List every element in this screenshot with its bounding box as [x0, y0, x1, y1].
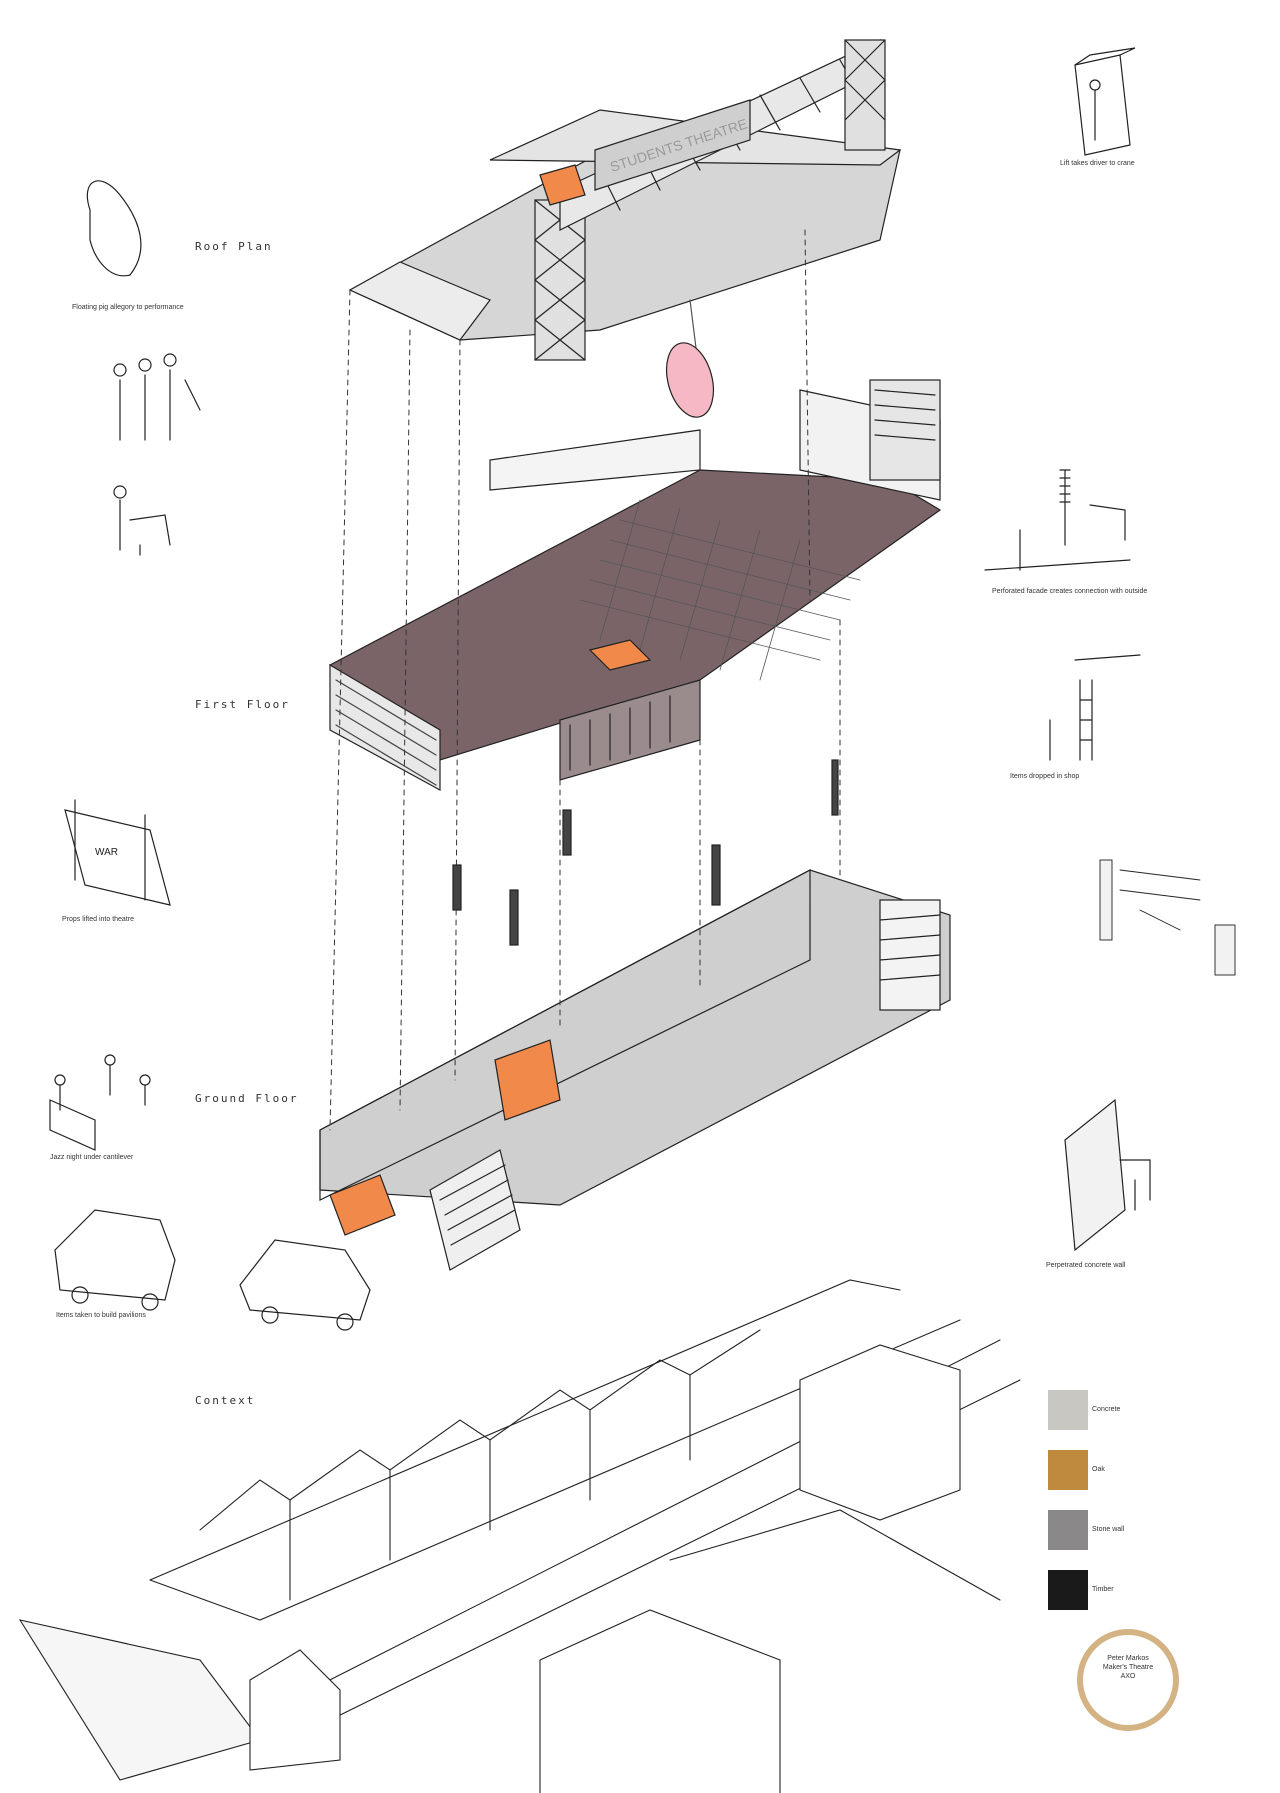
coffee-ring — [1077, 1629, 1179, 1731]
label-context: Context — [195, 1394, 256, 1407]
vignette-people — [113, 353, 201, 441]
context-streetscape — [18, 1279, 1021, 1793]
orange-cabin — [539, 164, 586, 206]
legend-swatch-oak — [1048, 1450, 1088, 1490]
caption-lift: Lift takes driver to crane — [1060, 160, 1135, 167]
orange-panel — [494, 1039, 561, 1121]
caption-facade: Perforated facade creates connection wit… — [992, 588, 1148, 595]
caption-wall: Perpetrated concrete wall — [1046, 1262, 1126, 1269]
stamp-type: AXO — [1120, 1673, 1136, 1680]
vignette-jazz — [49, 1054, 151, 1151]
legend-label: Oak — [1092, 1466, 1105, 1473]
stamp-project: Maker's Theatre — [1102, 1664, 1154, 1671]
stamp-author: Peter Markos — [1107, 1655, 1149, 1662]
ground-floor — [239, 869, 951, 1331]
vignette-dog — [113, 485, 171, 556]
roof-plan: STUDENTS THEATRE — [348, 39, 902, 418]
caption-items-dropped: Items dropped in shop — [1010, 773, 1080, 780]
first-floor — [328, 379, 942, 792]
vignette-lift — [1074, 47, 1136, 156]
author-stamp: Peter Markos Maker's Theatre AXO — [1068, 1654, 1188, 1681]
floating-pig — [665, 342, 715, 418]
legend-label: Timber — [1092, 1586, 1114, 1593]
legend-label: Stone wall — [1092, 1526, 1125, 1533]
caption-pig: Floating pig allegory to performance — [72, 304, 184, 311]
vignette-pig — [86, 180, 142, 277]
label-ground-floor: Ground Floor — [195, 1092, 299, 1105]
label-roof-plan: Roof Plan — [195, 240, 273, 253]
vignette-detail — [1099, 859, 1236, 976]
car — [239, 1239, 371, 1321]
caption-props: Props lifted into theatre — [62, 916, 134, 923]
legend-swatch-stone-wall — [1048, 1510, 1088, 1550]
vignette-props: WAR — [64, 799, 171, 906]
label-first-floor: First Floor — [195, 698, 290, 711]
caption-jazz: Jazz night under cantilever — [50, 1154, 134, 1161]
legend-label: Concrete — [1092, 1406, 1121, 1413]
vignette-car — [54, 1209, 176, 1311]
svg-text:WAR: WAR — [95, 847, 118, 858]
legend-swatch-timber — [1048, 1570, 1088, 1610]
caption-items-taken: Items taken to build pavilions — [56, 1312, 146, 1319]
vignette-facade — [984, 469, 1131, 571]
legend-swatch-concrete — [1048, 1390, 1088, 1430]
vignette-shop — [1049, 654, 1141, 761]
vignette-wall — [1064, 1098, 1151, 1252]
